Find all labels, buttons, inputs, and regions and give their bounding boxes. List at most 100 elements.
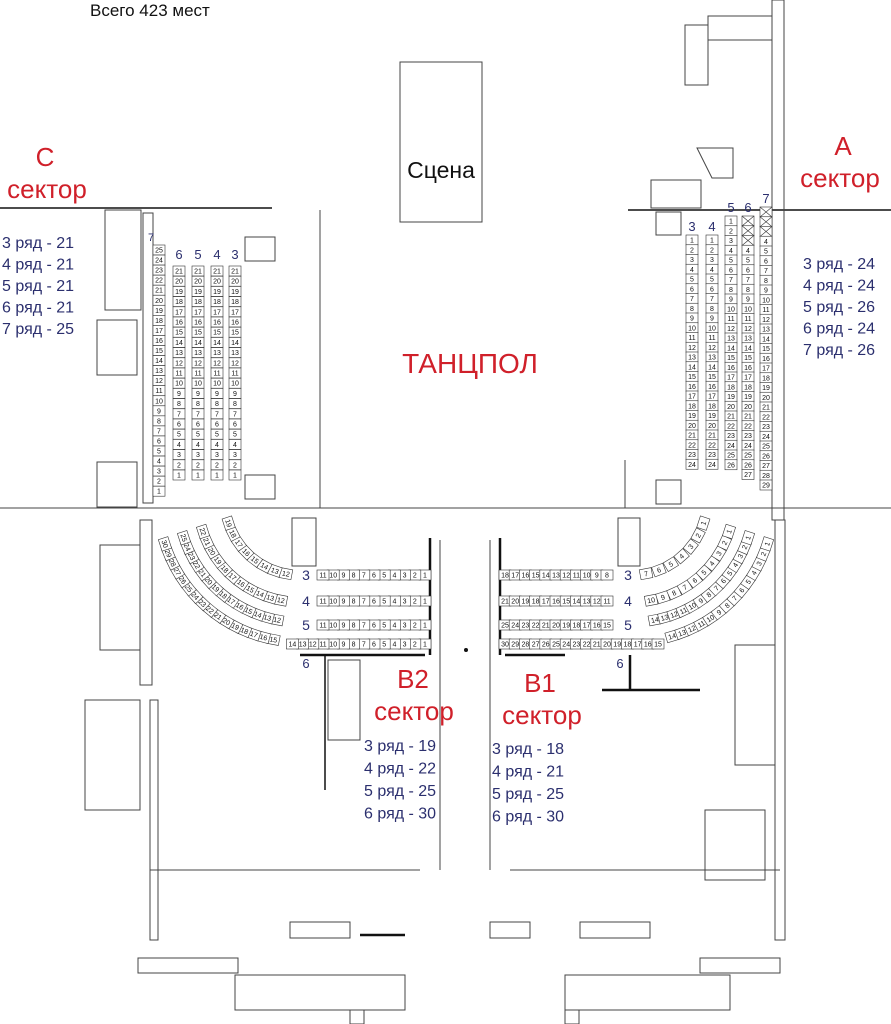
seat[interactable]: 5	[152, 445, 166, 457]
seat[interactable]: 19	[759, 382, 773, 393]
seat[interactable]: 7	[191, 408, 205, 420]
seat[interactable]: 4	[172, 439, 186, 450]
seat[interactable]: 12	[705, 341, 719, 353]
seat[interactable]: 3	[152, 465, 166, 477]
seat[interactable]: 1	[210, 469, 224, 481]
seat[interactable]: 18	[705, 400, 719, 412]
seat[interactable]: 19	[705, 410, 719, 421]
seat[interactable]: 19	[741, 391, 755, 402]
seat[interactable]: 18	[152, 315, 166, 326]
seat[interactable]: 3	[685, 254, 699, 265]
seat[interactable]: 11	[191, 367, 205, 379]
seat[interactable]: 4	[191, 439, 205, 450]
seat[interactable]: 22	[705, 439, 719, 451]
seat[interactable]: 14	[152, 355, 166, 366]
seat[interactable]: 3	[724, 235, 738, 246]
seat[interactable]: 5	[228, 428, 242, 440]
blocked-seat[interactable]	[741, 235, 755, 246]
seat[interactable]: 5	[705, 273, 719, 285]
seat[interactable]: 21	[210, 265, 224, 277]
seat[interactable]: 16	[228, 316, 242, 328]
seat[interactable]: 21	[191, 265, 205, 277]
seat[interactable]: 7	[685, 293, 699, 304]
seat[interactable]: 6	[651, 562, 667, 578]
seat[interactable]: 1	[172, 469, 186, 481]
seat[interactable]: 17	[210, 306, 224, 318]
seat[interactable]: 7	[172, 408, 186, 420]
seat[interactable]: 3	[228, 449, 242, 460]
seat[interactable]: 4	[673, 548, 690, 565]
seat[interactable]: 18	[741, 381, 755, 393]
seat[interactable]: 1	[685, 234, 699, 246]
blocked-seat[interactable]	[741, 215, 755, 227]
seat[interactable]: 1	[696, 515, 711, 531]
seat[interactable]: 19	[191, 286, 205, 297]
seat[interactable]: 30	[157, 536, 172, 552]
seat[interactable]: 16	[191, 316, 205, 328]
seat[interactable]: 16	[759, 352, 773, 364]
seat[interactable]: 6	[685, 283, 699, 295]
seat[interactable]: 15	[741, 352, 755, 363]
seat[interactable]: 10	[685, 322, 699, 334]
seat[interactable]: 2	[210, 459, 224, 471]
seat[interactable]: 17	[228, 306, 242, 318]
seat[interactable]: 11	[228, 367, 242, 379]
seat[interactable]: 21	[705, 429, 719, 441]
seat[interactable]: 5	[741, 254, 755, 266]
seat[interactable]: 19	[685, 410, 699, 421]
seat[interactable]: 15	[600, 619, 614, 631]
seat[interactable]: 16	[724, 361, 738, 373]
seat[interactable]: 15	[191, 326, 205, 338]
seat[interactable]: 20	[210, 275, 224, 287]
seat[interactable]: 7	[741, 274, 755, 285]
seat[interactable]: 1	[152, 485, 166, 497]
seat[interactable]: 24	[759, 430, 773, 442]
seat[interactable]: 10	[759, 294, 773, 306]
seat[interactable]: 13	[152, 365, 166, 376]
seat[interactable]: 18	[191, 296, 205, 307]
seat[interactable]: 25	[759, 440, 773, 452]
seat[interactable]: 4	[724, 244, 738, 256]
seat[interactable]: 5	[724, 254, 738, 266]
seat[interactable]: 21	[759, 401, 773, 413]
seat[interactable]: 8	[724, 283, 738, 295]
seat[interactable]: 11	[152, 385, 166, 397]
seat[interactable]: 2	[685, 244, 699, 256]
seat[interactable]: 7	[638, 567, 654, 581]
seat[interactable]: 6	[228, 418, 242, 430]
seat[interactable]: 6	[705, 283, 719, 295]
seat[interactable]: 16	[210, 316, 224, 328]
seat[interactable]: 3	[705, 254, 719, 265]
seat[interactable]: 8	[759, 274, 773, 286]
seat[interactable]: 5	[685, 273, 699, 285]
seat[interactable]: 15	[759, 343, 773, 354]
seat[interactable]: 18	[210, 296, 224, 307]
seat[interactable]: 8	[172, 398, 186, 409]
seat[interactable]: 24	[705, 458, 719, 470]
seat[interactable]: 15	[724, 352, 738, 363]
seat[interactable]: 21	[741, 410, 755, 422]
seat[interactable]: 18	[228, 296, 242, 307]
seat[interactable]: 14	[724, 342, 738, 354]
seat[interactable]: 17	[191, 306, 205, 318]
seat[interactable]: 22	[759, 411, 773, 423]
seat[interactable]: 17	[172, 306, 186, 318]
seat[interactable]: 21	[172, 265, 186, 277]
seat[interactable]: 13	[705, 351, 719, 363]
seat[interactable]: 4	[741, 244, 755, 256]
blocked-seat[interactable]	[759, 216, 773, 228]
seat[interactable]: 4	[152, 455, 166, 467]
seat[interactable]: 7	[152, 425, 166, 437]
seat[interactable]: 3	[682, 538, 699, 555]
seat[interactable]: 19	[172, 286, 186, 297]
seat[interactable]: 19	[221, 515, 236, 531]
seat[interactable]: 20	[741, 400, 755, 412]
seat[interactable]: 18	[172, 296, 186, 307]
seat[interactable]: 18	[685, 400, 699, 412]
seat[interactable]: 19	[724, 391, 738, 402]
seat[interactable]: 25	[741, 449, 755, 461]
seat[interactable]: 17	[705, 390, 719, 402]
seat[interactable]: 5	[210, 428, 224, 440]
seat[interactable]: 11	[316, 569, 330, 581]
seat[interactable]: 4	[705, 263, 719, 275]
